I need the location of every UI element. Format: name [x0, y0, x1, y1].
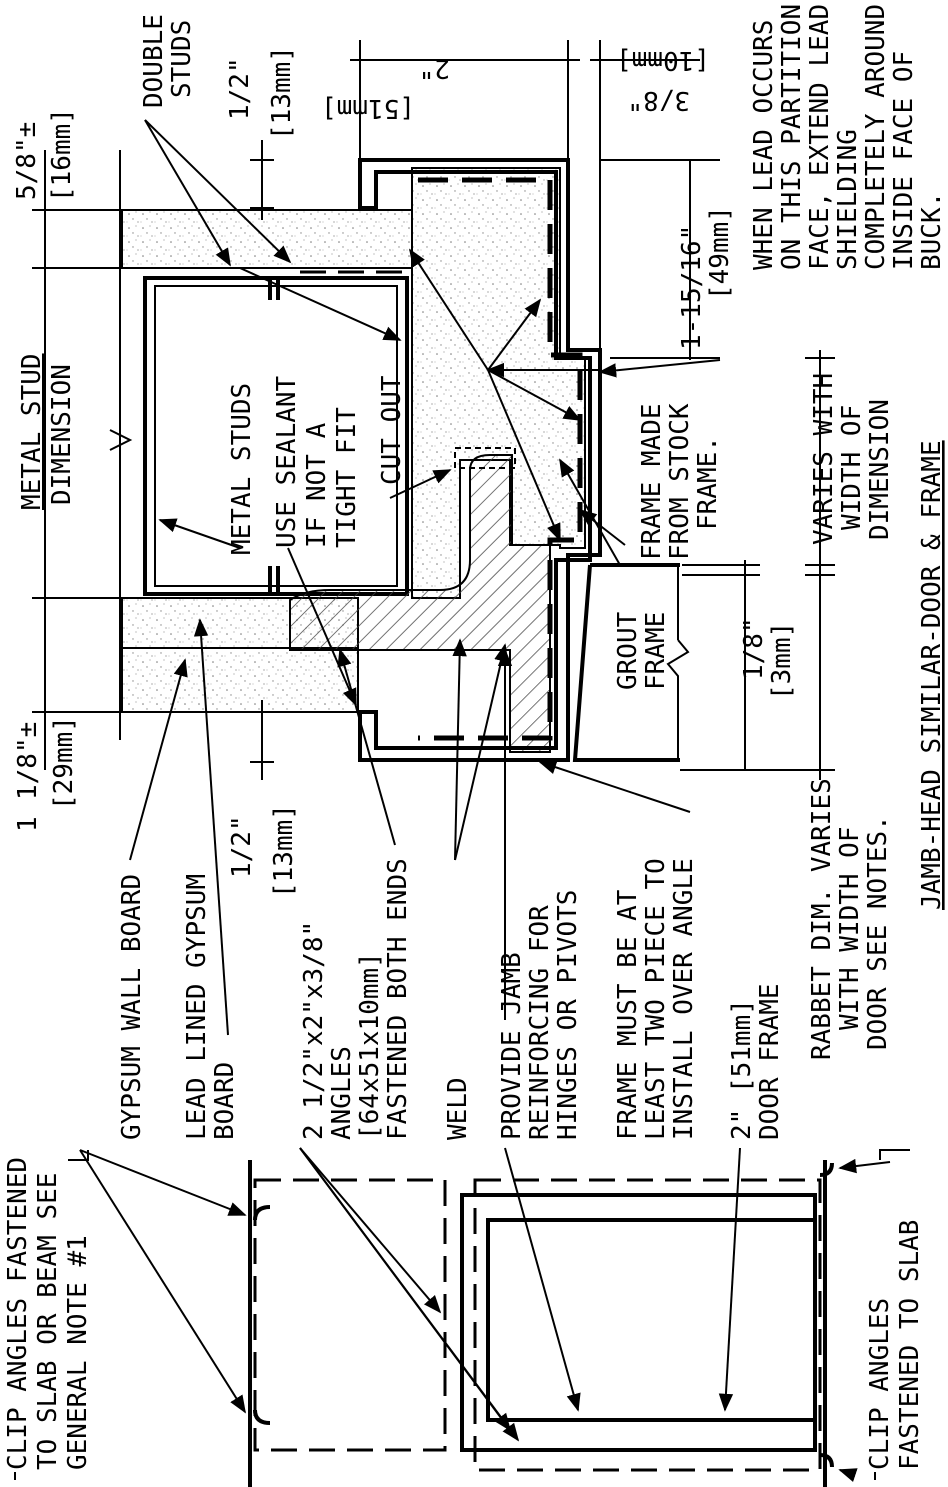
label-sealant-2: IF NOT A — [302, 422, 332, 548]
dim-2in-top: 2" — [419, 53, 450, 83]
label-frame-made-1: FRAME MADE — [637, 403, 667, 560]
label-two-piece-3: INSTALL OVER ANGLE — [669, 858, 699, 1140]
lead-note-5: COMPLETELY AROUND — [861, 4, 891, 270]
drawing-title: JAMB-HEAD SIMILAR-DOOR & FRAME — [917, 440, 947, 910]
label-sealant-1: USE SEALANT — [272, 375, 302, 548]
lead-note-3: FACE, EXTEND LEAD — [805, 4, 835, 270]
varies-1: VARIES WITH — [809, 373, 839, 545]
steel-angle — [289, 454, 551, 753]
label-double: DOUBLE — [139, 14, 169, 108]
lead-note-4: SHIELDING — [833, 129, 863, 270]
lead-shielding — [418, 177, 583, 741]
dim-5-8: 5/8"± — [12, 122, 42, 200]
text-lead-note: WHEN LEAD OCCURS ON THIS PARTITION FACE,… — [749, 4, 947, 270]
leader-lines — [129, 119, 721, 1036]
clip-top-1: CLIP ANGLES FASTENED — [3, 1157, 33, 1470]
dim-49mm: [49mm] — [705, 206, 735, 300]
lead-lined-gypsum-board — [121, 647, 359, 713]
label-door-frame-2: DOOR FRAME — [755, 983, 785, 1140]
label-angles-3: [64x51x10mm] — [355, 952, 385, 1140]
varies-2: WIDTH OF — [837, 405, 867, 530]
label-reinforcing-3: HINGES OR PIVOTS — [553, 890, 583, 1140]
label-angles-4: FASTENED BOTH ENDS — [383, 858, 413, 1140]
metal-stud-dimension-2: DIMENSION — [47, 364, 77, 505]
lead-note-2: ON THIS PARTITION — [777, 4, 807, 270]
label-grout: GROUT — [613, 611, 643, 690]
label-lead-lined-1: LEAD LINED GYPSUM — [182, 874, 212, 1140]
door-leaf — [572, 563, 680, 762]
label-sealant-3: TIGHT FIT — [332, 407, 362, 548]
label-metal-studs: METAL STUDS — [227, 383, 257, 555]
dim-16mm: [16mm] — [47, 108, 77, 202]
dim-1-8: 1/8" — [739, 617, 769, 680]
dim-1-2-top: 1/2" — [225, 57, 255, 120]
door-frame-outline — [358, 158, 602, 762]
label-angles-2: ANGLES — [327, 1046, 357, 1140]
dim-29mm: [29mm] — [49, 716, 79, 810]
elevation-view — [79, 1147, 891, 1487]
label-frame-made-3: FRAME. — [693, 436, 723, 530]
dim-1-15-16: 1-15/16" — [677, 225, 707, 350]
label-weld: WELD — [443, 1077, 473, 1140]
clip-top-2: TO SLAB OR BEAM SEE — [33, 1173, 63, 1470]
rabbet-3: DOOR SEE NOTES. — [863, 815, 893, 1050]
dim-1-1-8-frac: 1/8"± — [13, 722, 43, 800]
label-gypsum-wall-board: GYPSUM WALL BOARD — [117, 874, 147, 1140]
dim-1-2-bottom: 1/2" — [227, 815, 257, 878]
label-cut-out: CUT OUT — [377, 375, 407, 485]
clip-bottom-2: FASTENED TO SLAB — [895, 1220, 925, 1470]
dim-13mm-bottom: [13mm] — [269, 804, 299, 898]
dim-3-8-top: 3/8" — [627, 85, 690, 115]
lead-note-6: INSIDE FACE OF — [889, 51, 919, 270]
clip-top-3: GENERAL NOTE #1 — [63, 1235, 93, 1470]
dim-10mm-top: [10mm] — [616, 45, 710, 75]
label-two-piece-1: FRAME MUST BE AT — [613, 889, 643, 1140]
label-angles-1: 2 1/2"x2"x3/8" — [299, 921, 329, 1140]
dim-3mm: [3mm] — [767, 622, 797, 700]
dim-13mm-top: [13mm] — [267, 46, 297, 140]
metal-stud-dimension-1: METAL STUD — [17, 353, 47, 510]
label-frame-made-2: FROM STOCK — [665, 403, 695, 560]
clip-bottom-1: CLIP ANGLES — [865, 1298, 895, 1470]
lead-note-7: BUCK. — [917, 192, 947, 270]
dim-1-1-8-whole: 1 — [13, 816, 43, 832]
label-studs: STUDS — [167, 20, 197, 98]
label-reinforcing-2: REINFORCING FOR — [525, 905, 555, 1140]
rabbet-2: WITH WIDTH OF — [835, 827, 865, 1031]
varies-3: DIMENSION — [865, 399, 895, 540]
dim-51mm-top: [51mm] — [321, 93, 415, 123]
label-frame: FRAME — [641, 612, 671, 690]
label-two-piece-2: LEAST TWO PIECE TO — [641, 858, 671, 1140]
rabbet-1: RABBET DIM. VARIES — [807, 778, 837, 1060]
lead-note-1: WHEN LEAD OCCURS — [749, 20, 779, 270]
text-double-studs: DOUBLE STUDS — [139, 14, 197, 108]
dimension-lines — [32, 40, 835, 780]
label-reinforcing-1: PROVIDE JAMB — [497, 952, 527, 1140]
label-lead-lined-2: BOARD — [210, 1062, 240, 1140]
label-door-frame-1: 2" [51mm] — [727, 999, 757, 1140]
